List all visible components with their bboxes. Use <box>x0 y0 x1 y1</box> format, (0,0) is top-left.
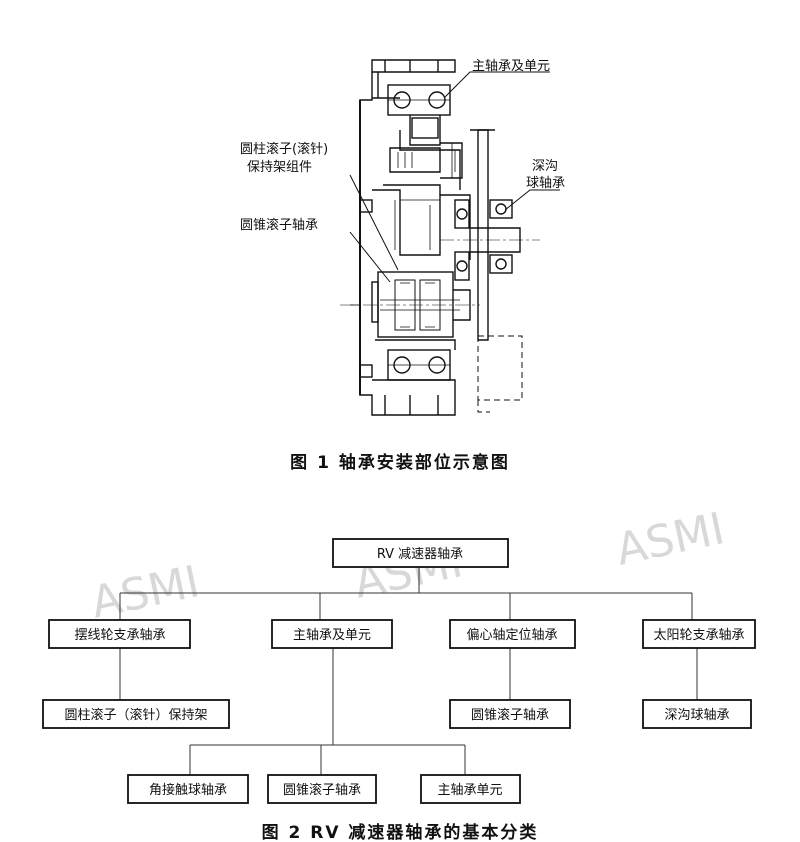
label-deep-groove-line2: 球轴承 <box>526 176 565 191</box>
level2-box-cage <box>42 699 230 729</box>
level3-taper-label: 圆锥滚子轴承 <box>283 782 361 798</box>
root-box <box>332 538 509 568</box>
level1-box-main <box>271 619 393 649</box>
level1-sun-label: 太阳轮支承轴承 <box>653 628 744 643</box>
figure2-caption: 图 2 RV 减速器轴承的基本分类 <box>262 822 539 842</box>
label-cylindrical-cage-line2: 保持架组件 <box>247 160 312 175</box>
classification-tree-connectors <box>119 567 698 775</box>
level2-box-deep-groove <box>642 699 752 729</box>
level2-eccentric-taper-label: 圆锥滚子轴承 <box>471 707 549 723</box>
watermark-right: ASMI <box>612 503 729 576</box>
level1-eccentric-label: 偏心轴定位轴承 <box>466 628 557 643</box>
label-cylindrical-cage-line1: 圆柱滚子(滚针) <box>240 141 328 157</box>
level2-cage-label: 圆柱滚子（滚针）保持架 <box>64 707 207 723</box>
label-deep-groove-line1: 深沟 <box>532 159 558 174</box>
level3-box-unit <box>420 774 521 804</box>
level2-box-eccentric-taper <box>449 699 571 729</box>
figure1-caption: 图 1 轴承安装部位示意图 <box>290 452 510 473</box>
label-main-bearing: 主轴承及单元 <box>472 59 550 74</box>
level3-box-taper <box>267 774 377 804</box>
level1-main-label: 主轴承及单元 <box>293 628 371 643</box>
bearing-section-drawing <box>340 59 560 416</box>
level1-box-cycloid <box>48 619 191 649</box>
classification-tree-boxes <box>42 538 756 804</box>
level3-angular-label: 角接触球轴承 <box>149 782 227 798</box>
level1-box-sun <box>642 619 756 649</box>
level1-box-eccentric <box>449 619 576 649</box>
watermark-left: ASMI <box>87 556 204 629</box>
label-tapered-roller-bearing: 圆锥滚子轴承 <box>240 217 318 233</box>
level3-box-angular <box>127 774 249 804</box>
level3-unit-label: 主轴承单元 <box>437 783 502 798</box>
level1-cycloid-label: 摆线轮支承轴承 <box>74 628 165 643</box>
root-label: RV 减速器轴承 <box>377 547 463 562</box>
level2-deep-groove-label: 深沟球轴承 <box>664 708 729 723</box>
